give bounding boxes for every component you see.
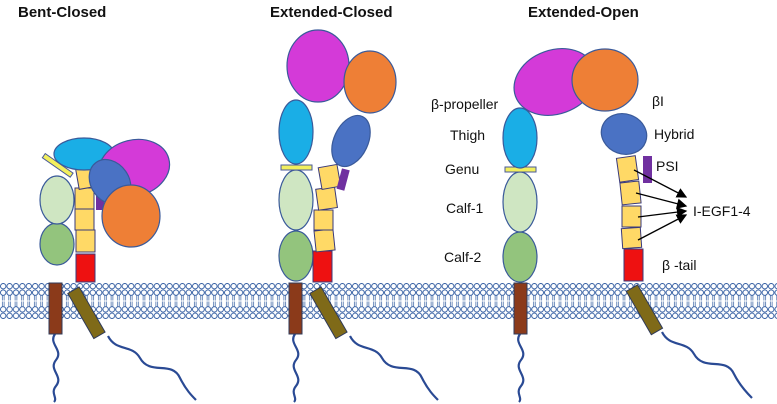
- beta-cyto-tail: [349, 335, 439, 401]
- calf1-domain: [278, 169, 314, 231]
- thigh-domain: [278, 99, 314, 165]
- arrow-egf3: [637, 206, 688, 218]
- arrow-egf2: [635, 192, 688, 209]
- alpha-tm-domain: [513, 282, 528, 335]
- label-i-egf: I-EGF1-4: [693, 203, 751, 219]
- alpha-cyto-tail: [292, 333, 300, 403]
- psi-domain: [336, 168, 350, 191]
- thigh-domain: [502, 107, 538, 169]
- extended-closed-integrin: [278, 29, 439, 403]
- egf-pointer-arrows: [633, 169, 688, 241]
- calf1-domain: [502, 171, 538, 233]
- title-extended-open: Extended-Open: [528, 4, 639, 21]
- beta-tm-domain: [625, 284, 664, 336]
- label-beta-i: βI: [652, 93, 664, 109]
- beta-tm-domain: [67, 286, 106, 340]
- alpha-cyto-tail: [52, 333, 60, 403]
- beta-tail-domain: [623, 248, 644, 282]
- title-extended-closed: Extended-Closed: [270, 4, 393, 21]
- alpha-tm-domain: [288, 282, 303, 335]
- beta-cyto-tail: [107, 335, 197, 401]
- egf-domain-4: [75, 229, 96, 253]
- calf2-domain: [502, 231, 538, 283]
- beta-i-domain: [343, 50, 397, 114]
- label-psi: PSI: [656, 158, 679, 174]
- egf-domain-3: [74, 208, 95, 231]
- psi-domain: [643, 156, 652, 183]
- hybrid-domain: [331, 114, 371, 168]
- label-thigh: Thigh: [450, 127, 485, 143]
- egf-domain-2: [619, 180, 642, 206]
- arrow-egf4: [637, 214, 688, 241]
- genu-domain: [280, 164, 313, 171]
- cell-membrane: [0, 283, 777, 319]
- psi-domain: [96, 192, 104, 210]
- beta-i-domain: [101, 184, 161, 248]
- bent-closed-integrin: [39, 137, 197, 403]
- beta-propeller-domain: [286, 29, 350, 103]
- egf-domain-1: [317, 163, 342, 190]
- label-hybrid: Hybrid: [654, 126, 694, 142]
- hybrid-domain: [600, 113, 648, 155]
- label-calf-1: Calf-1: [446, 200, 484, 216]
- egf-domain-1: [615, 155, 640, 183]
- beta-tail-domain: [312, 250, 333, 283]
- calf2-domain: [39, 222, 75, 266]
- title-bent-closed: Bent-Closed: [18, 4, 106, 21]
- label-beta-tail: β -tail: [662, 257, 697, 273]
- egf-domain-3: [313, 209, 334, 231]
- calf1-domain: [39, 175, 75, 225]
- beta-i-domain: [571, 48, 639, 112]
- alpha-cyto-tail: [517, 333, 525, 403]
- calf2-domain: [278, 230, 314, 282]
- label-calf-2: Calf-2: [444, 249, 482, 265]
- beta-cyto-tail: [661, 331, 753, 399]
- egf-domain-4: [620, 226, 643, 250]
- egf-domain-2: [315, 186, 338, 211]
- label-genu: Genu: [445, 161, 479, 177]
- alpha-tm-domain: [48, 282, 63, 335]
- egf-domain-4: [313, 228, 336, 253]
- extended-open-integrin: [502, 48, 753, 403]
- beta-tm-domain: [309, 286, 348, 340]
- arrow-egf1: [633, 169, 688, 198]
- egf-domain-2: [74, 187, 95, 210]
- beta-tail-domain: [75, 253, 96, 283]
- label-beta-propeller: β-propeller: [431, 96, 499, 112]
